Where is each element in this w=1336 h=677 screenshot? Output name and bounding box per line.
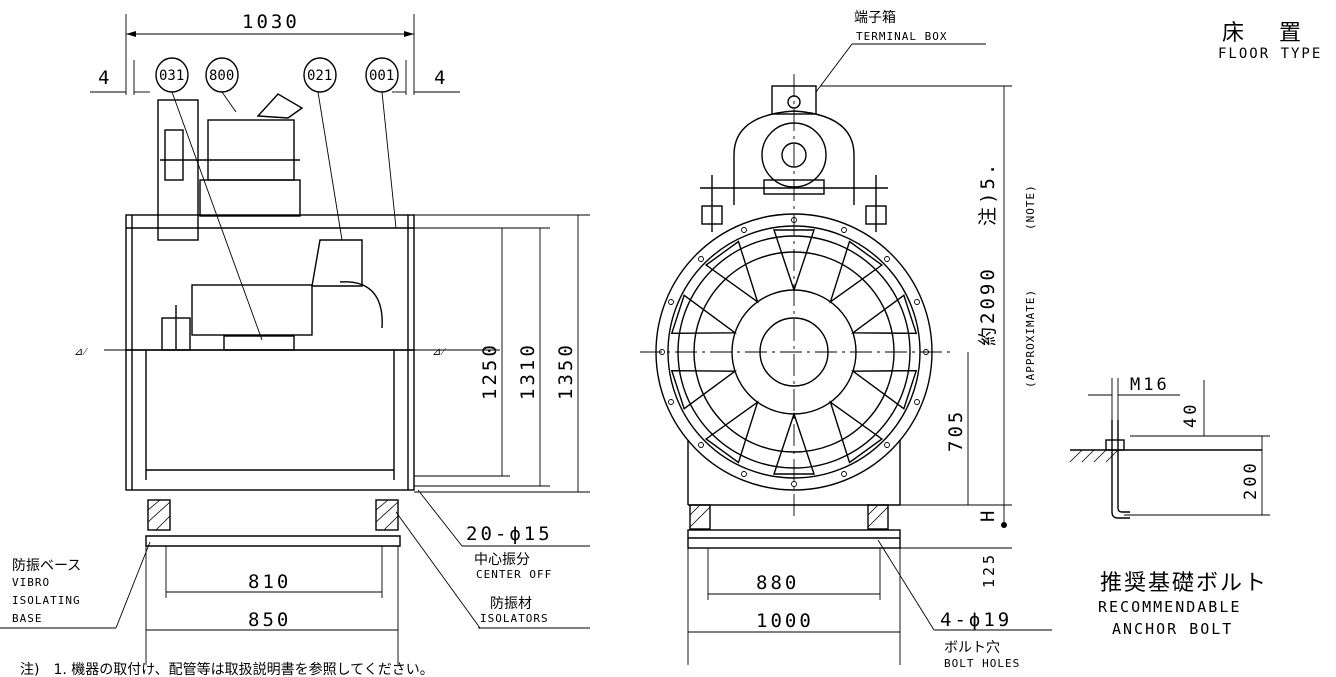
dim-width-overall: 1030: [242, 11, 300, 33]
anchor-thread: M16: [1130, 375, 1170, 395]
side-view: 1030 4 4 031 800 021 001: [0, 11, 590, 665]
footnote: 注) 1. 機器の取付け、配管等は取扱説明書を参照してください。: [20, 661, 434, 677]
level-mark-left: ⊿⁄: [74, 345, 88, 358]
dim-height-approx: 約2090: [977, 266, 999, 346]
vibro-base-en-2: ISOLATING: [12, 594, 81, 607]
dim-front-base-outer: 1000: [756, 610, 814, 632]
bolt-holes-spec: 4-ϕ19: [940, 609, 1012, 631]
dim-gap-right: 4: [434, 67, 448, 89]
center-off-en: CENTER OFF: [476, 568, 552, 581]
note-en: (NOTE): [1024, 184, 1037, 230]
anchor-title-en-1: RECOMMENDABLE: [1098, 598, 1241, 616]
dim-height-1350: 1350: [555, 342, 577, 400]
dim-height-1310: 1310: [517, 342, 539, 400]
vibro-base-en-3: BASE: [12, 612, 43, 625]
terminal-box-jp: 端子箱: [854, 10, 896, 26]
terminal-box-en: TERMINAL BOX: [856, 30, 947, 43]
anchor-depth: 200: [1241, 460, 1261, 500]
title-jp: 床 置 形: [1222, 21, 1336, 46]
center-off-jp: 中心振分: [474, 552, 530, 568]
anchor-bolt-detail: M16 40 200 推奨基礎ボルト RECOMMENDABLE ANCHOR …: [1069, 375, 1270, 638]
dim-gap-left: 4: [98, 67, 112, 89]
holes-spec: 20-ϕ15: [466, 523, 553, 545]
level-mark-right: ⊿⁄: [432, 345, 446, 358]
anchor-projection: 40: [1181, 402, 1201, 428]
approx-en: (APPROXIMATE): [1024, 289, 1037, 388]
dim-height-1250: 1250: [479, 342, 501, 400]
part-label-021: 021: [307, 68, 332, 84]
dim-base-outer: 850: [248, 609, 291, 631]
dim-front-base-inner: 880: [756, 572, 799, 594]
isolators-jp: 防振材: [490, 596, 532, 612]
vibro-base-en-1: VIBRO: [12, 576, 50, 589]
dim-base-inner: 810: [248, 571, 291, 593]
anchor-title-en-2: ANCHOR BOLT: [1112, 620, 1233, 638]
title-en: FLOOR TYPE: [1218, 46, 1322, 62]
dim-center-height: 705: [945, 409, 967, 452]
front-view: 端子箱 TERMINAL BOX: [640, 10, 1052, 670]
dim-base-height: 125: [980, 552, 998, 588]
part-bubble-021: [303, 57, 337, 93]
part-label-031: 031: [159, 68, 184, 84]
isolators-en: ISOLATORS: [480, 612, 549, 625]
dim-h: H: [977, 508, 999, 522]
bolt-holes-en: BOLT HOLES: [944, 657, 1020, 670]
anchor-title-jp: 推奨基礎ボルト: [1100, 571, 1268, 596]
bolt-holes-jp: ボルト穴: [944, 640, 1000, 656]
note-ref: 注)5.: [977, 161, 999, 226]
vibro-base-jp: 防振ベース: [12, 558, 81, 574]
part-label-800: 800: [209, 68, 234, 84]
part-label-001: 001: [369, 68, 394, 84]
